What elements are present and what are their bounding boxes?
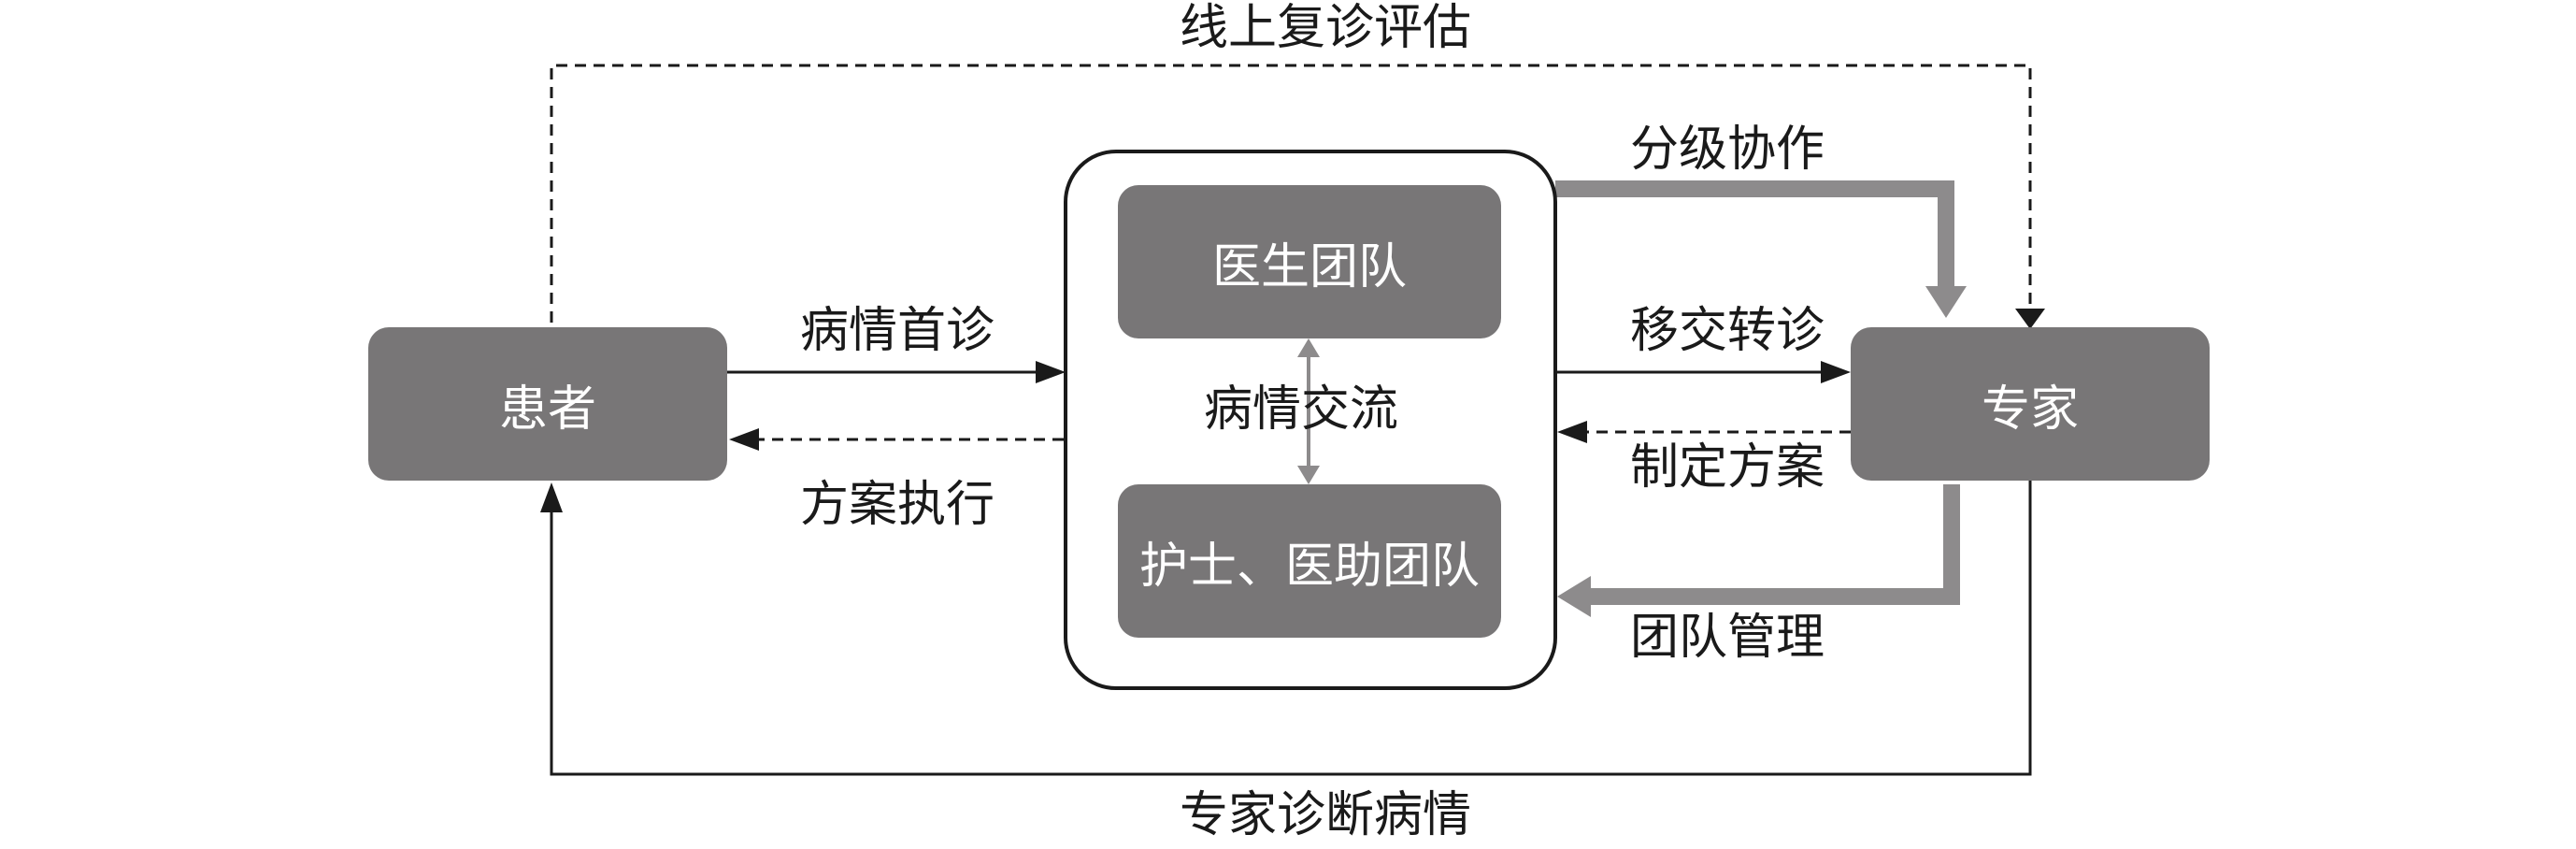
node-expert: 专家 xyxy=(1851,327,2210,481)
label-online-followup: 线上复诊评估 xyxy=(1180,0,1472,56)
arrowhead-expert-diagnosis xyxy=(540,482,563,512)
label-first-visit: 病情首诊 xyxy=(800,303,995,359)
arrowhead-first-visit xyxy=(1036,361,1066,383)
arrowhead-referral xyxy=(1821,361,1851,383)
node-doctor-team: 医生团队 xyxy=(1118,185,1501,338)
label-expert-diagnosis: 专家诊断病情 xyxy=(1180,787,1472,843)
arrowhead-tiered-collaboration xyxy=(1925,286,1967,318)
node-nurse-team: 护士、医助团队 xyxy=(1118,484,1501,638)
label-condition-exchange: 病情交流 xyxy=(1204,381,1399,438)
arrowhead-plan-execution xyxy=(729,428,759,451)
edge-team-management xyxy=(1589,484,1960,605)
node-doctor-team-label: 医生团队 xyxy=(1211,238,1407,295)
label-make-plan: 制定方案 xyxy=(1630,439,1825,496)
label-referral: 移交转诊 xyxy=(1630,303,1825,359)
node-nurse-team-label: 护士、医助团队 xyxy=(1138,538,1480,595)
edge-expert-diagnosis xyxy=(550,479,2032,776)
node-expert-label: 专家 xyxy=(1981,381,2079,438)
label-plan-execution: 方案执行 xyxy=(800,477,995,533)
node-patient-label: 患者 xyxy=(498,381,596,438)
edge-tiered-collaboration xyxy=(1555,180,1954,292)
arrowhead-make-plan xyxy=(1557,421,1587,443)
edge-condition-exchange xyxy=(1297,338,1320,484)
label-tiered-collaboration: 分级协作 xyxy=(1630,122,1825,178)
node-patient: 患者 xyxy=(368,327,727,481)
label-team-management: 团队管理 xyxy=(1630,610,1825,666)
edge-online-followup xyxy=(550,64,2032,323)
arrowhead-team-management xyxy=(1557,576,1591,617)
arrowhead-online-followup xyxy=(2015,309,2045,329)
